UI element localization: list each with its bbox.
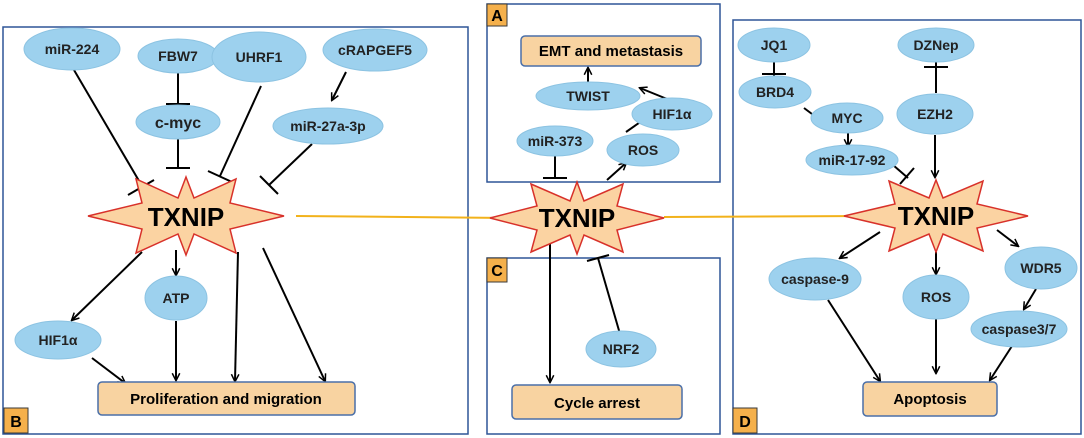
node-b-uhrf1-label: UHRF1 xyxy=(236,49,283,65)
node-d-jq1: JQ1 xyxy=(737,27,811,63)
panel-tag-d-label: D xyxy=(739,414,751,431)
edge-crapgef5-mir27a xyxy=(332,71,347,100)
edge-mir27a-hub-bar xyxy=(259,175,279,195)
node-b-cmyc-label: c-myc xyxy=(155,115,201,132)
node-d-ezh2: EZH2 xyxy=(896,93,974,135)
panel-tag-c-label: C xyxy=(491,263,503,280)
node-d-dznep-label: DZNep xyxy=(913,37,958,53)
node-b-uhrf1: UHRF1 xyxy=(211,31,307,83)
node-b-atp-label: ATP xyxy=(163,290,190,306)
edge-hub-caspase9 xyxy=(840,231,881,258)
node-a-ros-label: ROS xyxy=(628,142,658,158)
node-a-hif1a-label: HIF1α xyxy=(653,106,692,122)
outcome-b-box: Proliferation and migration xyxy=(97,381,356,416)
edge-nrf2-hub xyxy=(597,257,621,335)
outcome-b-label: Proliferation and migration xyxy=(130,391,322,408)
node-b-hif1a: HIF1α xyxy=(14,320,102,360)
node-a-mir373-label: miR-373 xyxy=(528,133,583,149)
txnip-hub-center-label: TXNIP xyxy=(539,203,616,233)
edge-hif1a-outcome xyxy=(91,357,125,383)
edge-hub-wdr5 xyxy=(996,229,1018,246)
txnip-hub-left-label: TXNIP xyxy=(148,202,225,232)
outcome-d-box: Apoptosis xyxy=(862,381,998,417)
edge-nrf2-hub-bar xyxy=(586,254,610,262)
edge-hub-outcome-2 xyxy=(262,247,325,381)
node-d-ros-label: ROS xyxy=(921,289,951,305)
node-d-caspase9: caspase-9 xyxy=(768,257,862,301)
node-d-wdr5: WDR5 xyxy=(1004,246,1078,290)
node-d-caspase37-label: caspase3/7 xyxy=(982,321,1057,337)
edge-hub-ros xyxy=(606,163,626,181)
edge-mir1792-hub xyxy=(892,164,909,179)
outcome-a-box: EMT and metastasis xyxy=(520,35,702,67)
node-d-caspase9-label: caspase-9 xyxy=(781,271,849,287)
txnip-hub-right-label: TXNIP xyxy=(898,201,975,231)
node-c-nrf2-label: NRF2 xyxy=(603,341,640,357)
txnip-hub-left: TXNIP xyxy=(87,174,285,258)
hub-link-left-center xyxy=(295,215,515,219)
node-b-crapgef5: cRAPGEF5 xyxy=(322,28,428,72)
edge-mir1792-hub-bar xyxy=(899,167,915,185)
edge-mir224-hub xyxy=(73,69,143,187)
node-a-twist-label: TWIST xyxy=(566,88,610,104)
node-b-hif1a-label: HIF1α xyxy=(39,332,78,348)
node-d-mir1792-label: miR-17-92 xyxy=(819,152,886,168)
node-d-ezh2-label: EZH2 xyxy=(917,106,953,122)
node-d-caspase37: caspase3/7 xyxy=(970,310,1068,348)
node-b-atp: ATP xyxy=(144,275,208,321)
edge-uhrf1-hub xyxy=(219,85,262,177)
txnip-hub-right: TXNIP xyxy=(843,177,1029,255)
hub-link-center-right xyxy=(663,215,867,218)
node-b-mir27a: miR-27a-3p xyxy=(272,107,384,145)
edge-hub-hif1a xyxy=(72,251,143,320)
outcome-d-label: Apoptosis xyxy=(893,391,966,408)
node-b-crapgef5-label: cRAPGEF5 xyxy=(338,42,412,58)
outcome-a-label: EMT and metastasis xyxy=(539,43,683,60)
node-b-cmyc: c-myc xyxy=(135,104,221,140)
outcome-c-label: Cycle arrest xyxy=(554,395,640,412)
panel-tag-b-label: B xyxy=(10,414,22,431)
panel-tag-a: A xyxy=(486,3,508,27)
node-b-mir27a-label: miR-27a-3p xyxy=(290,118,365,134)
edge-caspase9-apoptosis xyxy=(827,299,880,381)
node-d-myc-label: MYC xyxy=(831,110,862,126)
edge-mir27a-hub xyxy=(268,143,313,186)
node-d-jq1-label: JQ1 xyxy=(761,37,788,53)
edge-hub-outcome-1 xyxy=(235,251,238,381)
node-b-fbw7-label: FBW7 xyxy=(158,48,198,64)
node-d-ros: ROS xyxy=(902,274,970,320)
edge-caspase37-apoptosis xyxy=(990,345,1013,380)
node-d-mir1792: miR-17-92 xyxy=(805,144,899,176)
node-d-myc: MYC xyxy=(810,102,884,134)
node-c-nrf2: NRF2 xyxy=(585,330,657,368)
node-b-mir224-label: miR-224 xyxy=(45,41,100,57)
node-a-mir373: miR-373 xyxy=(516,125,594,157)
node-d-dznep: DZNep xyxy=(897,27,975,63)
panel-tag-c: C xyxy=(486,257,508,283)
panel-tag-b: B xyxy=(3,407,29,434)
panel-tag-d: D xyxy=(732,407,758,434)
txnip-hub-center: TXNIP xyxy=(489,179,665,257)
node-b-fbw7: FBW7 xyxy=(137,38,219,74)
edge-uhrf1-hub-bar xyxy=(207,170,233,183)
node-d-brd4-label: BRD4 xyxy=(756,84,794,100)
node-b-mir224: miR-224 xyxy=(23,27,121,71)
edge-wdr5-caspase37 xyxy=(1024,288,1037,309)
node-d-wdr5-label: WDR5 xyxy=(1020,260,1061,276)
node-a-twist: TWIST xyxy=(535,81,641,111)
node-d-brd4: BRD4 xyxy=(738,75,812,109)
node-a-hif1a: HIF1α xyxy=(631,97,713,131)
node-a-ros: ROS xyxy=(606,133,680,167)
panel-tag-a-label: A xyxy=(491,8,503,25)
outcome-c-box: Cycle arrest xyxy=(511,384,683,420)
